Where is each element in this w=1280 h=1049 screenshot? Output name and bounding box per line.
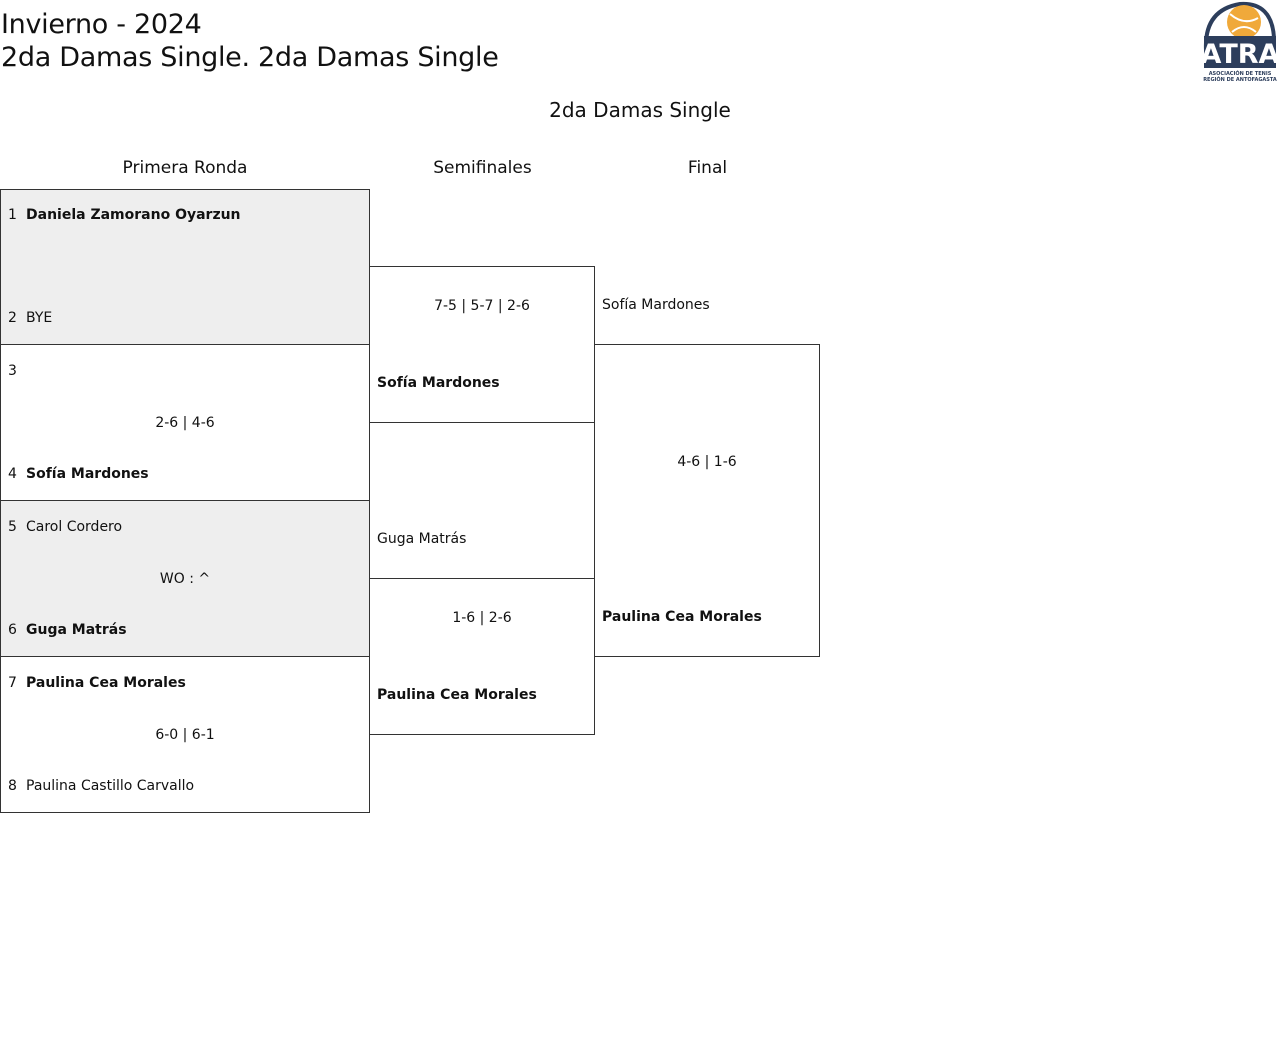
svg-text:ASOCIACIÓN DE TENIS: ASOCIACIÓN DE TENIS bbox=[1209, 70, 1272, 77]
match-box-sf1 bbox=[369, 266, 595, 423]
match-sf1-player-b: Sofía Mardones bbox=[377, 375, 500, 391]
match-sf2-player-a: Guga Matrás bbox=[377, 531, 467, 547]
match-box-final bbox=[594, 344, 820, 657]
match-box-r1-m1 bbox=[0, 189, 370, 345]
svg-text:REGIÓN DE ANTOFAGASTA: REGIÓN DE ANTOFAGASTA bbox=[1203, 76, 1277, 83]
match-r1-m3-score: WO : ^ bbox=[159, 571, 211, 587]
round-header-first: Primera Ronda bbox=[122, 158, 248, 178]
match-box-sf2 bbox=[369, 578, 595, 735]
match-sf1-score: 7-5 | 5-7 | 2-6 bbox=[434, 298, 530, 314]
match-r1-m2-player-a: 3 bbox=[8, 363, 17, 379]
match-final-player-b: Paulina Cea Morales bbox=[602, 609, 762, 625]
round-header-semifinals: Semifinales bbox=[433, 158, 532, 178]
round-header-final: Final bbox=[687, 158, 728, 178]
atra-logo: ATRA ASOCIACIÓN DE TENIS REGIÓN DE ANTOF… bbox=[1198, 0, 1280, 84]
match-r1-m2-score: 2-6 | 4-6 bbox=[155, 415, 215, 431]
bracket-title: 2da Damas Single bbox=[549, 98, 731, 122]
match-r1-m4-score: 6-0 | 6-1 bbox=[155, 727, 215, 743]
page-title: Invierno - 2024 bbox=[1, 9, 202, 40]
match-sf2-player-b: Paulina Cea Morales bbox=[377, 687, 537, 703]
page-subtitle: 2da Damas Single. 2da Damas Single bbox=[1, 42, 499, 73]
match-final-player-a: Sofía Mardones bbox=[602, 297, 710, 313]
match-final-score: 4-6 | 1-6 bbox=[677, 454, 737, 470]
svg-text:ATRA: ATRA bbox=[1201, 39, 1280, 70]
match-sf2-score: 1-6 | 2-6 bbox=[452, 610, 512, 626]
